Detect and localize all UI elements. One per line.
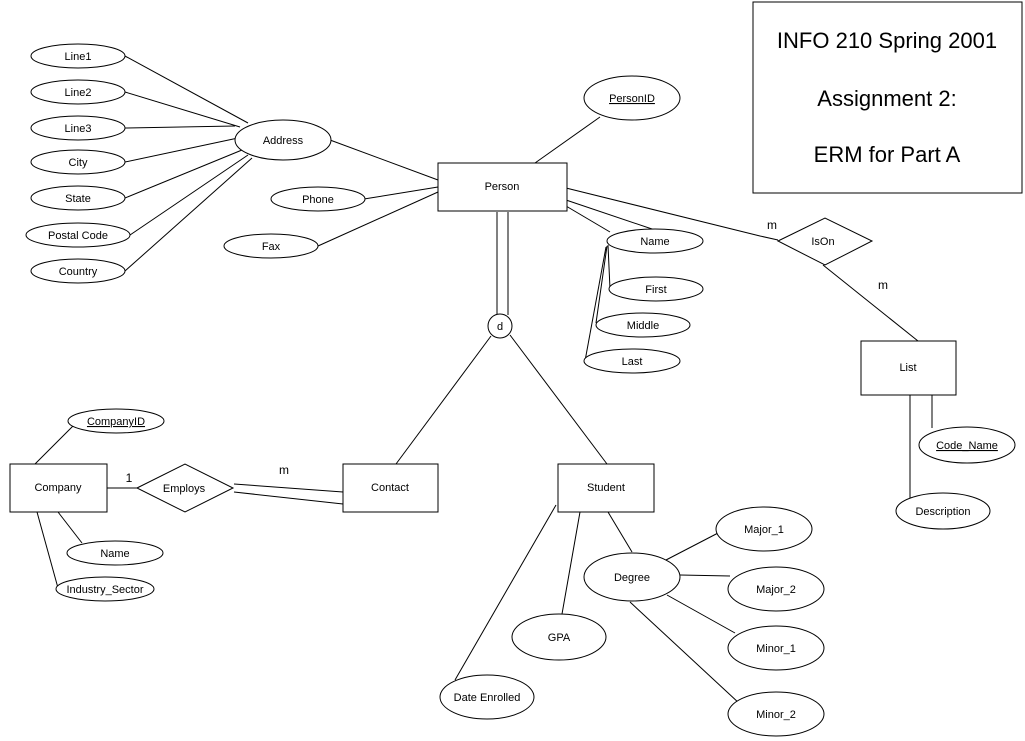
attribute-minor-2-label: Minor_2: [756, 709, 796, 721]
connector-lines: [34, 55, 933, 705]
title-box: INFO 210 Spring 2001 Assignment 2: ERM f…: [752, 1, 1023, 194]
attribute-middle[interactable]: Middle: [595, 312, 691, 338]
attribute-description[interactable]: Description: [895, 492, 991, 530]
entity-list-label: List: [899, 362, 916, 374]
attribute-minor-1-label: Minor_1: [756, 643, 796, 655]
cardinality-employs-contact: m: [279, 463, 289, 477]
attribute-state[interactable]: State: [30, 185, 126, 211]
attribute-degree[interactable]: Degree: [583, 552, 681, 602]
attribute-degree-label: Degree: [614, 572, 650, 584]
relationship-employs[interactable]: Employs: [135, 463, 235, 513]
relationship-is-on-label: IsOn: [811, 236, 834, 248]
entity-person[interactable]: Person: [437, 162, 568, 212]
attribute-country-label: Country: [59, 266, 98, 278]
attribute-line1-label: Line1: [65, 51, 92, 63]
attribute-industry-sector-label: Industry_Sector: [66, 584, 143, 596]
cardinality-employs-company: 1: [126, 471, 133, 485]
title-line-1: INFO 210 Spring 2001: [777, 28, 997, 53]
attribute-company-id[interactable]: CompanyID: [67, 408, 165, 434]
attribute-fax[interactable]: Fax: [223, 233, 319, 259]
attribute-country[interactable]: Country: [30, 258, 126, 284]
attribute-last-label: Last: [622, 356, 643, 368]
attribute-city[interactable]: City: [30, 149, 126, 175]
attribute-major-2[interactable]: Major_2: [727, 566, 825, 612]
attribute-first-label: First: [645, 284, 666, 296]
attribute-address-label: Address: [263, 135, 304, 147]
cardinality-is-on-list: m: [878, 278, 888, 292]
cardinality-is-on-person: m: [767, 218, 777, 232]
attribute-description-label: Description: [915, 506, 970, 518]
attribute-phone-label: Phone: [302, 194, 334, 206]
entity-contact[interactable]: Contact: [342, 463, 439, 513]
attribute-name[interactable]: Name: [606, 228, 704, 254]
entity-student-label: Student: [587, 482, 625, 494]
attribute-minor-1[interactable]: Minor_1: [727, 625, 825, 671]
attribute-line2[interactable]: Line2: [30, 79, 126, 105]
attribute-major-1[interactable]: Major_1: [715, 506, 813, 552]
specialization-symbol: d: [497, 321, 503, 333]
attribute-gpa[interactable]: GPA: [511, 613, 607, 661]
relationship-is-on[interactable]: IsOn: [776, 217, 874, 266]
title-line-2: Assignment 2:: [817, 86, 956, 111]
entity-student[interactable]: Student: [557, 463, 655, 513]
attribute-company-name[interactable]: Name: [66, 540, 164, 566]
attribute-address[interactable]: Address: [234, 119, 332, 161]
attribute-person-id[interactable]: PersonID: [583, 75, 681, 121]
specialization-disjoint: d: [487, 313, 513, 339]
entity-company[interactable]: Company: [9, 463, 108, 513]
attribute-first[interactable]: First: [608, 276, 704, 302]
attribute-code-name[interactable]: Code_Name: [918, 426, 1016, 464]
attribute-middle-label: Middle: [627, 320, 659, 332]
attribute-date-enrolled[interactable]: Date Enrolled: [439, 674, 535, 720]
attribute-state-label: State: [65, 193, 91, 205]
attribute-last[interactable]: Last: [583, 348, 681, 374]
relationship-employs-label: Employs: [163, 483, 206, 495]
attribute-minor-2[interactable]: Minor_2: [727, 691, 825, 737]
attribute-company-name-label: Name: [100, 548, 129, 560]
attribute-fax-label: Fax: [262, 241, 281, 253]
attribute-person-id-label: PersonID: [609, 93, 655, 105]
attribute-city-label: City: [69, 157, 88, 169]
attribute-line1[interactable]: Line1: [30, 43, 126, 69]
attribute-line2-label: Line2: [65, 87, 92, 99]
attribute-postal-code-label: Postal Code: [48, 230, 108, 242]
attribute-industry-sector[interactable]: Industry_Sector: [55, 576, 155, 602]
attribute-company-id-label: CompanyID: [87, 416, 145, 428]
entity-contact-label: Contact: [371, 482, 409, 494]
attribute-major-2-label: Major_2: [756, 584, 796, 596]
attribute-line3[interactable]: Line3: [30, 115, 126, 141]
attribute-gpa-label: GPA: [548, 632, 571, 644]
attribute-phone[interactable]: Phone: [270, 186, 366, 212]
attribute-line3-label: Line3: [65, 123, 92, 135]
attribute-date-enrolled-label: Date Enrolled: [454, 692, 521, 704]
attribute-postal-code[interactable]: Postal Code: [25, 222, 131, 248]
entity-company-label: Company: [34, 482, 82, 494]
entity-list[interactable]: List: [860, 340, 957, 396]
attribute-major-1-label: Major_1: [744, 524, 784, 536]
entity-person-label: Person: [485, 181, 520, 193]
attribute-code-name-label: Code_Name: [936, 440, 998, 452]
attribute-name-label: Name: [640, 236, 669, 248]
title-line-3: ERM for Part A: [814, 142, 961, 167]
